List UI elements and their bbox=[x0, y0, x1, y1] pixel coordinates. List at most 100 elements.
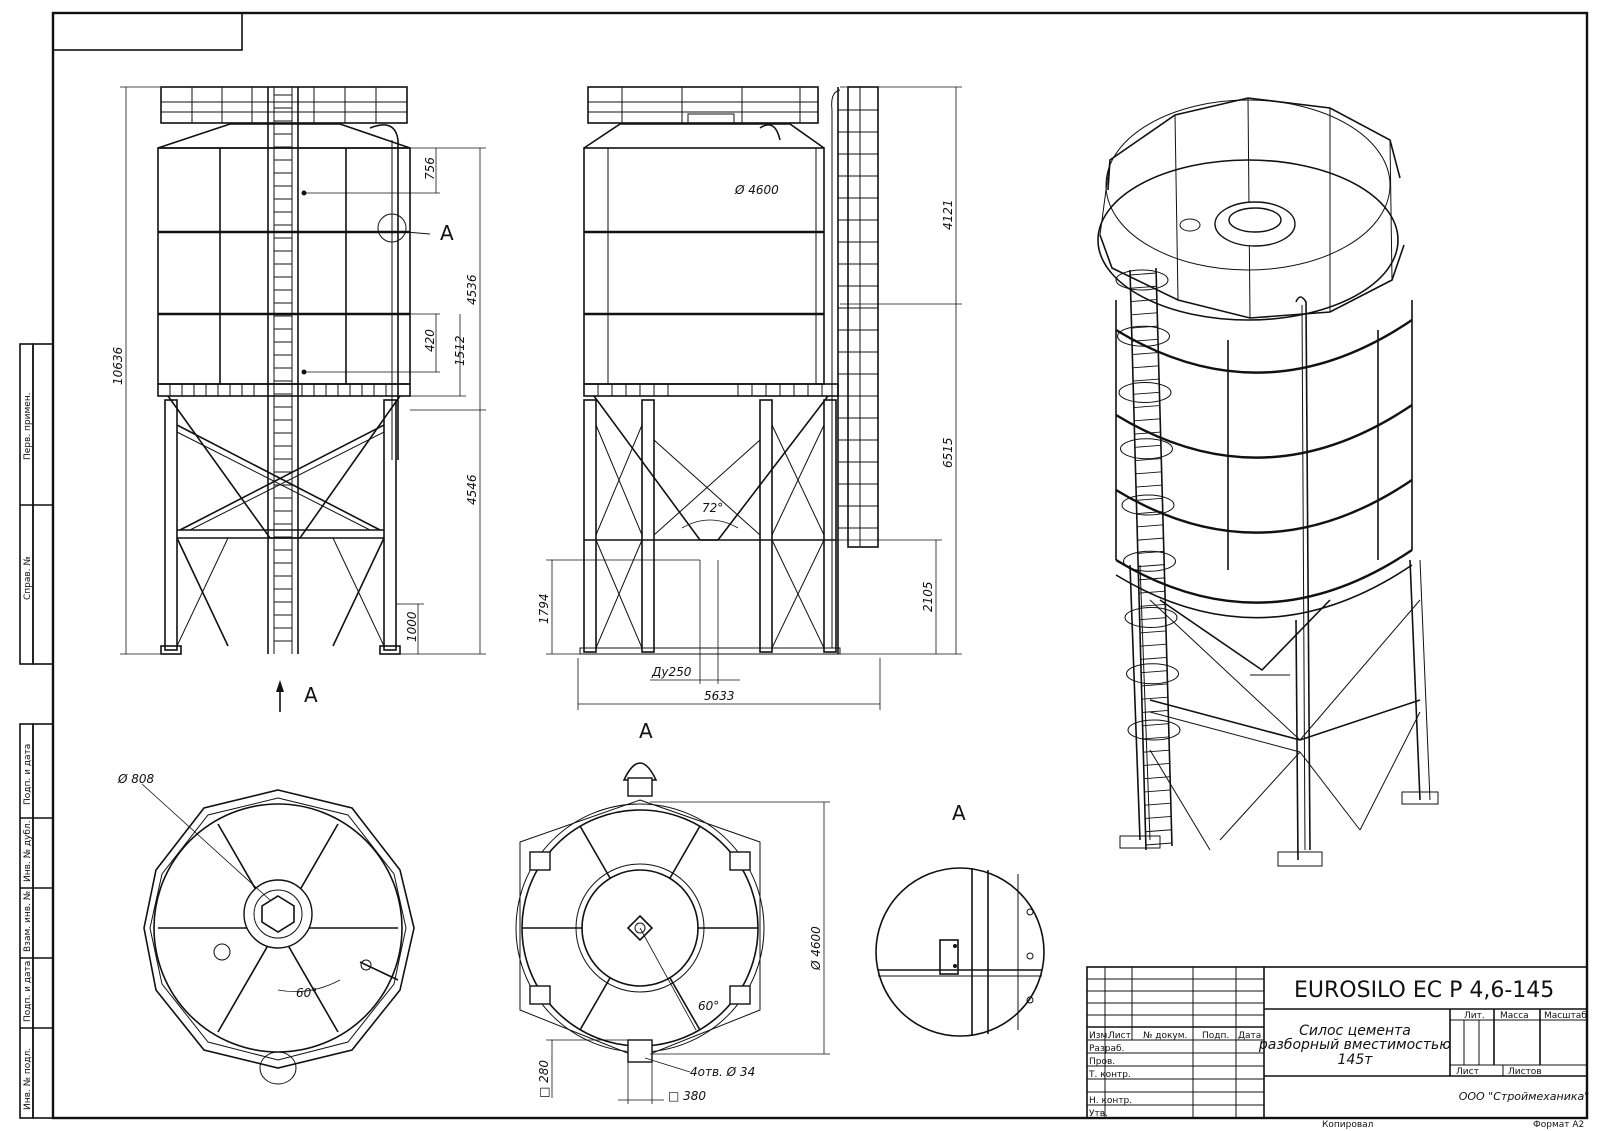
dim-1794: 1794 bbox=[537, 593, 551, 624]
dim-dia808: Ø 808 bbox=[117, 772, 155, 786]
iso-ladder-rung bbox=[1135, 458, 1162, 462]
dim-5633: 5633 bbox=[704, 689, 735, 703]
tb-kopiroval: Копировал bbox=[1322, 1120, 1373, 1130]
front-view bbox=[157, 86, 431, 655]
section-view: Ø 4600 60° 4отв. Ø 34 □ 280 □ 380 bbox=[515, 762, 830, 1104]
iso-ladder-rungs bbox=[1129, 272, 1173, 846]
iso-ladder-rung bbox=[1140, 630, 1167, 634]
iso-ladder-rung bbox=[1130, 299, 1157, 302]
cage-hoop bbox=[1115, 269, 1169, 291]
tb-col-docnum: № докум. bbox=[1143, 1031, 1187, 1041]
dim-1000: 1000 bbox=[405, 611, 419, 642]
iso-ladder-rung bbox=[1131, 312, 1158, 316]
tb-row-nkontr: Н. контр. bbox=[1089, 1096, 1132, 1106]
front-dimensions: 10636 756 4536 420 1512 4546 1000 bbox=[111, 86, 486, 655]
side-inv-dubl: Инв. № дубл. bbox=[23, 820, 33, 882]
side-inv-podl: Инв. № подл. bbox=[23, 1048, 33, 1110]
tb-row-razrab: Разраб. bbox=[1089, 1044, 1124, 1054]
cage-hoop bbox=[1121, 494, 1175, 516]
title-name-line1: Силос цемента bbox=[1299, 1023, 1411, 1039]
side-sprav-num: Справ. № bbox=[23, 556, 33, 600]
tb-row-utv: Утв. bbox=[1089, 1109, 1108, 1119]
cage-hoop bbox=[1120, 438, 1173, 460]
cage-hoop bbox=[1126, 663, 1179, 685]
iso-ladder-rung bbox=[1134, 431, 1161, 435]
iso-ladder-rung bbox=[1131, 325, 1158, 329]
iso-ladder-rung bbox=[1133, 405, 1160, 409]
iso-ladder-rung bbox=[1132, 365, 1159, 369]
cage-hoop bbox=[1127, 719, 1181, 741]
side-cage-rungs bbox=[838, 109, 878, 529]
iso-ladder-rung bbox=[1144, 802, 1171, 806]
iso-ladder-rung bbox=[1137, 524, 1164, 528]
dim-dia4600b: Ø 4600 bbox=[809, 926, 823, 971]
side-view bbox=[579, 86, 879, 655]
view-a-label: А bbox=[639, 719, 653, 743]
iso-ladder-rung bbox=[1142, 723, 1169, 727]
dim-sq380: □ 380 bbox=[668, 1089, 706, 1103]
side-perv-primen: Перв. примен. bbox=[23, 392, 33, 460]
iso-ladder-rung bbox=[1141, 696, 1168, 700]
iso-ladder-rung bbox=[1134, 418, 1161, 422]
iso-ladder-rung bbox=[1138, 590, 1165, 594]
iso-ladder-rung bbox=[1140, 643, 1167, 647]
iso-ladder-rung bbox=[1136, 511, 1163, 515]
tb-col-podp: Подп. bbox=[1202, 1031, 1229, 1041]
tb-format: Формат А2 bbox=[1533, 1120, 1584, 1130]
iso-ladder-rung bbox=[1135, 471, 1162, 475]
dim-sq280: □ 280 bbox=[537, 1060, 551, 1098]
dim-angle60a: 60° bbox=[296, 986, 317, 1000]
iso-ladder-rung bbox=[1140, 656, 1167, 660]
dim-du250: Ду250 bbox=[651, 665, 692, 679]
dim-4546: 4546 bbox=[465, 474, 479, 505]
tb-row-tkontr: Т. контр. bbox=[1088, 1070, 1131, 1080]
iso-ladder-rung bbox=[1143, 763, 1170, 766]
dim-1512: 1512 bbox=[453, 335, 467, 366]
title-name-line2: разборный вместимостью bbox=[1258, 1037, 1451, 1053]
cage-hoop bbox=[1117, 325, 1170, 347]
detail-a-label: А bbox=[952, 801, 966, 825]
side-vzam-inv: Взам. инв. № bbox=[23, 891, 33, 952]
iso-ladder-rung bbox=[1138, 564, 1165, 568]
view-arrow bbox=[276, 680, 284, 712]
iso-ladder-rung bbox=[1145, 816, 1172, 819]
iso-cage-hoops bbox=[1115, 269, 1181, 741]
detail-view bbox=[875, 867, 1045, 1037]
title-designation: EUROSILO EC P 4,6-145 bbox=[1294, 978, 1554, 1003]
iso-ladder-rung bbox=[1142, 736, 1170, 740]
tb-company: ООО "Строймеханика" bbox=[1459, 1090, 1590, 1103]
tb-listov: Листов bbox=[1508, 1067, 1542, 1077]
isometric-view bbox=[1097, 97, 1439, 867]
iso-ladder-rung bbox=[1133, 391, 1160, 395]
dim-10636: 10636 bbox=[111, 346, 125, 385]
iso-ladder-rung bbox=[1138, 577, 1165, 581]
cage-hoop bbox=[1124, 607, 1178, 628]
tb-col-list: Лист bbox=[1108, 1031, 1131, 1041]
cage-hoop bbox=[1118, 382, 1172, 403]
dim-4536: 4536 bbox=[465, 274, 479, 305]
iso-ladder-rung bbox=[1141, 683, 1168, 687]
dim-holes: 4отв. Ø 34 bbox=[690, 1065, 755, 1079]
side-stamp: Перв. примен. Справ. № Подп. и дата Инв.… bbox=[19, 343, 54, 1119]
tb-col-date: Дата bbox=[1238, 1031, 1261, 1041]
cage-hoop bbox=[1123, 550, 1176, 572]
iso-ladder-rung bbox=[1132, 352, 1159, 355]
iso-ladder-rung bbox=[1144, 776, 1171, 780]
detail-callout-a: А bbox=[440, 221, 454, 245]
iso-ladder-rung bbox=[1137, 537, 1164, 541]
side-dimensions: 4121 6515 2105 1794 5633 Ду250 Ø 4600 72… bbox=[537, 86, 962, 710]
top-view: Ø 808 60° bbox=[117, 772, 415, 1085]
iso-ladder-rung bbox=[1143, 749, 1170, 753]
front-ladder-rungs bbox=[274, 94, 292, 642]
iso-ladder-rung bbox=[1134, 444, 1161, 448]
tb-massa: Масса bbox=[1500, 1011, 1529, 1021]
iso-ladder-rung bbox=[1136, 497, 1163, 501]
tb-list: Лист bbox=[1456, 1067, 1479, 1077]
title-name-line3: 145т bbox=[1338, 1052, 1374, 1068]
iso-ladder-rung bbox=[1139, 603, 1166, 607]
tb-col-izm: Изм. bbox=[1089, 1031, 1110, 1041]
iso-ladder-rung bbox=[1130, 285, 1157, 289]
dim-2105: 2105 bbox=[921, 581, 935, 612]
iso-ladder-rung bbox=[1142, 709, 1169, 713]
